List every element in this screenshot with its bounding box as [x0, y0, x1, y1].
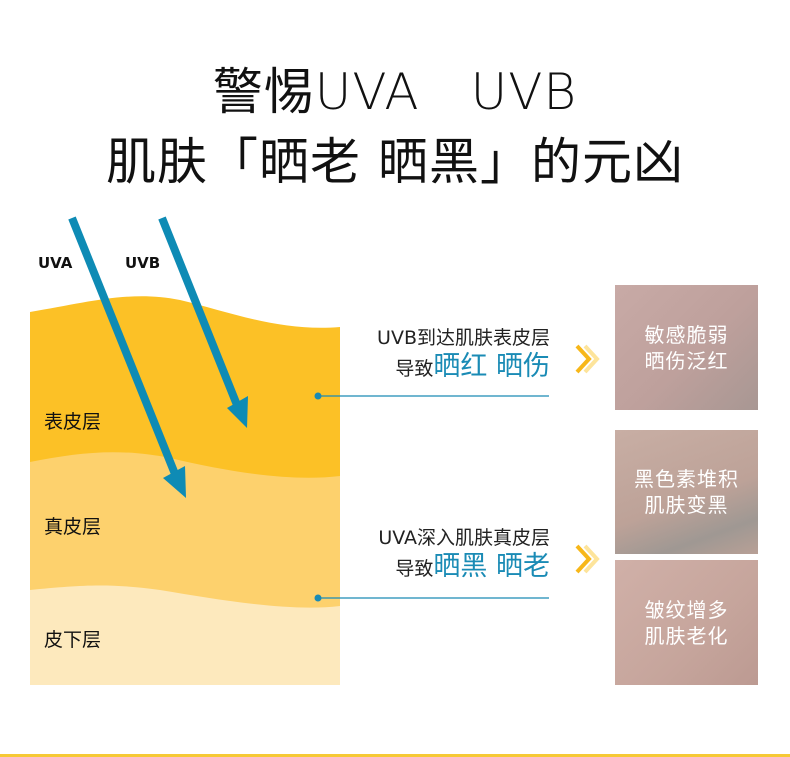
- uvb-arrow-icon: [158, 216, 248, 428]
- photo-caption: 皱纹增多: [644, 597, 729, 622]
- uva-effect-highlight: 晒黑 晒老: [433, 551, 550, 582]
- subcutis-label: 皮下层: [44, 629, 102, 651]
- photo-caption: 敏感脆弱: [644, 322, 729, 347]
- uvb-effect-description: UVB到达肌肤表皮层 导致晒红 晒伤: [377, 326, 550, 386]
- dermis-label: 真皮层: [44, 516, 102, 538]
- uva-arrow-icon: [68, 216, 186, 498]
- uva-label: UVA: [38, 254, 73, 272]
- uva-effect-prefix: 导致: [395, 558, 434, 580]
- photo-caption: 肌肤老化: [644, 623, 729, 648]
- skin-photo-sunburn: 敏感脆弱 晒伤泛红: [615, 285, 758, 410]
- photo-caption: 肌肤变黑: [644, 493, 729, 517]
- uvb-effect-line: UVB到达肌肤表皮层: [377, 327, 550, 349]
- uvb-effect-highlight: 晒红 晒伤: [433, 351, 550, 382]
- bottom-divider: [0, 754, 790, 757]
- subcutis-layer: [30, 585, 340, 685]
- double-chevron-right-icon: [575, 544, 600, 574]
- double-chevron-right-icon: [575, 344, 600, 374]
- epidermis-label: 表皮层: [44, 411, 102, 433]
- epidermis-leader-line: [314, 392, 549, 400]
- uva-effect-description: UVA深入肌肤真皮层 导致晒黑 晒老: [378, 526, 550, 586]
- headline-line-1: 警惕UVA UVB: [212, 63, 578, 121]
- skin-photo-darkening: 黑色素堆积 肌肤变黑: [615, 430, 758, 554]
- skin-photo-aging: 皱纹增多 肌肤老化: [615, 560, 758, 685]
- uva-effect-line: UVA深入肌肤真皮层: [378, 527, 550, 549]
- uvb-effect-prefix: 导致: [395, 358, 434, 380]
- dermis-leader-line: [314, 594, 549, 602]
- photo-caption: 黑色素堆积: [634, 467, 739, 491]
- headline-line-2: 肌肤「晒老 晒黑」的元凶: [106, 133, 684, 191]
- uvb-label: UVB: [125, 254, 161, 272]
- photo-caption: 晒伤泛红: [644, 348, 729, 373]
